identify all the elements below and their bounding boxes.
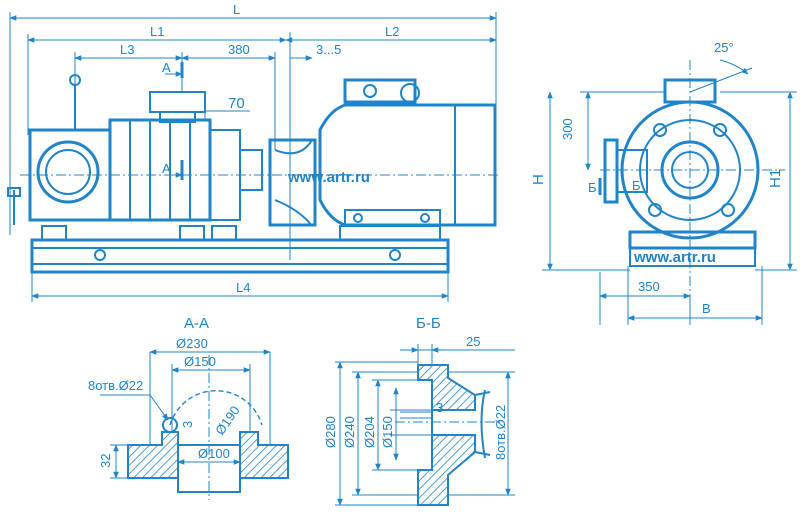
pump-stages [108, 118, 212, 222]
dim-300-label: 300 [560, 118, 575, 140]
watermark-side: www.artr.ru [633, 249, 716, 266]
nozzle-top-section [417, 364, 476, 411]
side-view: 25° 300 H H1 Б Б 350 B www.artr.ru [530, 40, 797, 325]
d150-bb-label: Ø150 [380, 416, 395, 448]
d230-label: Ø230 [176, 336, 208, 351]
dim-L-label: L [233, 2, 240, 17]
holes-aa-label: 8отв.Ø22 [88, 378, 143, 393]
inlet-flange-side [603, 138, 619, 204]
watermark-front: www.artr.ru [287, 169, 370, 186]
section-a-a: А-А Ø230 Ø150 8отв.Ø22 Ø190 Ø100 3 32 [88, 315, 289, 500]
base-side [628, 230, 757, 250]
section-b-b: Б-Б 25 3 Ø280 Ø240 Ø204 Ø150 [323, 315, 515, 506]
bolt-circle-arc [169, 390, 263, 426]
motor-terminal-box [343, 78, 417, 104]
flange-left-section [127, 431, 179, 479]
section-a-mark-top: А [162, 60, 171, 75]
d240-label: Ø240 [342, 416, 357, 448]
dim-L3-label: L3 [120, 42, 134, 57]
d204-label: Ø204 [362, 416, 377, 448]
section-aa-title: А-А [184, 315, 209, 332]
section-b-mark-right: Б [632, 178, 641, 193]
d280-label: Ø280 [323, 416, 338, 448]
coupling-guard [268, 138, 317, 227]
section-bb-title: Б-Б [416, 315, 441, 332]
dim-H-label: H [530, 174, 547, 185]
dim-L2-label: L2 [385, 24, 399, 39]
dim-L4-label: L4 [236, 280, 250, 295]
dim-L1-label: L1 [150, 24, 164, 39]
dim-350-label: 350 [638, 279, 660, 294]
dim-32-label: 32 [98, 454, 113, 468]
flange-right-section [239, 431, 289, 479]
dim-B-label: B [702, 301, 711, 316]
dim-70-label: 70 [228, 95, 245, 112]
dim-bb-3-label: 3 [436, 400, 443, 415]
discharge-flange-side [663, 78, 717, 104]
front-view: L L1 L2 L3 380 3...5 А А 70 [7, 2, 500, 302]
dim-25-label: 25 [466, 334, 480, 349]
d150-label: Ø150 [184, 354, 216, 369]
dim-H1-label: H1 [767, 169, 784, 188]
angle-label: 25° [714, 40, 734, 55]
base-frame [30, 238, 450, 274]
dim-aa-3-label: 3 [180, 421, 195, 428]
discharge-flange [149, 91, 206, 113]
section-b-mark-left: Б [588, 180, 597, 195]
electric-motor [318, 103, 497, 227]
d100-label: Ø100 [198, 446, 230, 461]
holes-bb-label: 8отв.Ø22 [493, 405, 508, 460]
d190-label: Ø190 [212, 403, 243, 438]
dim-gap-label: 3...5 [316, 42, 341, 57]
dim-380-label: 380 [228, 42, 250, 57]
section-a-mark-bottom: А [162, 161, 171, 176]
